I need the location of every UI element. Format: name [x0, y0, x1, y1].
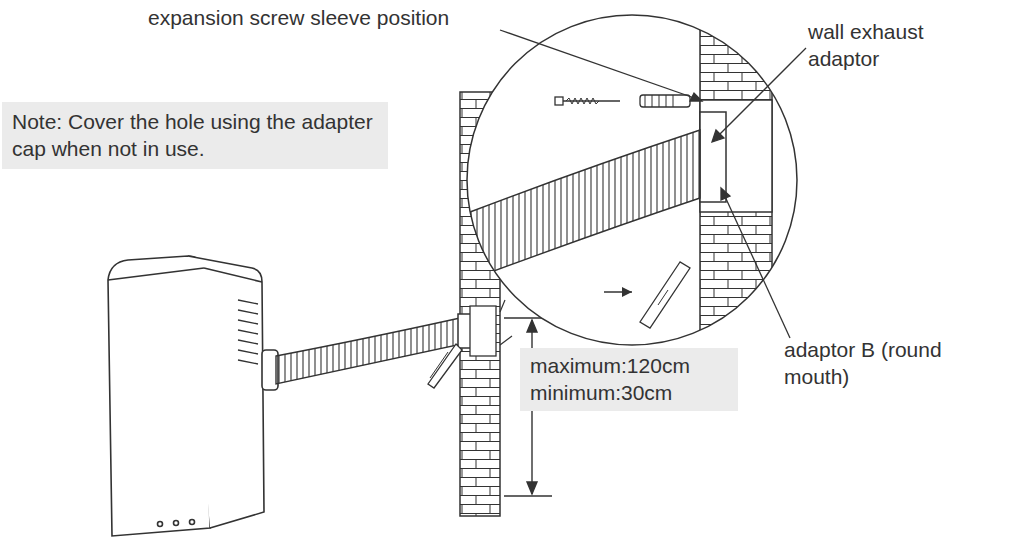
zoom-leader: [500, 300, 512, 345]
box-text: maximum:120cm: [530, 352, 728, 379]
part-label: adaptor B (round mouth): [784, 336, 994, 391]
exhaust-hose: [276, 318, 462, 384]
box-text: minimum:30cm: [530, 379, 728, 406]
note-box: Note: Cover the hole using the adapter c…: [2, 102, 388, 169]
dimension-box: maximum:120cmminimum:30cm: [520, 348, 738, 411]
part-label: wall exhaust adaptor: [808, 18, 988, 73]
screw-and-sleeve: [555, 95, 690, 107]
box-text: Note: Cover the hole using the adapter c…: [12, 108, 378, 163]
part-label: expansion screw sleeve position: [148, 4, 518, 31]
magnified-detail: [467, 10, 797, 350]
leader-lines: [500, 30, 806, 338]
air-conditioner: [108, 256, 278, 536]
